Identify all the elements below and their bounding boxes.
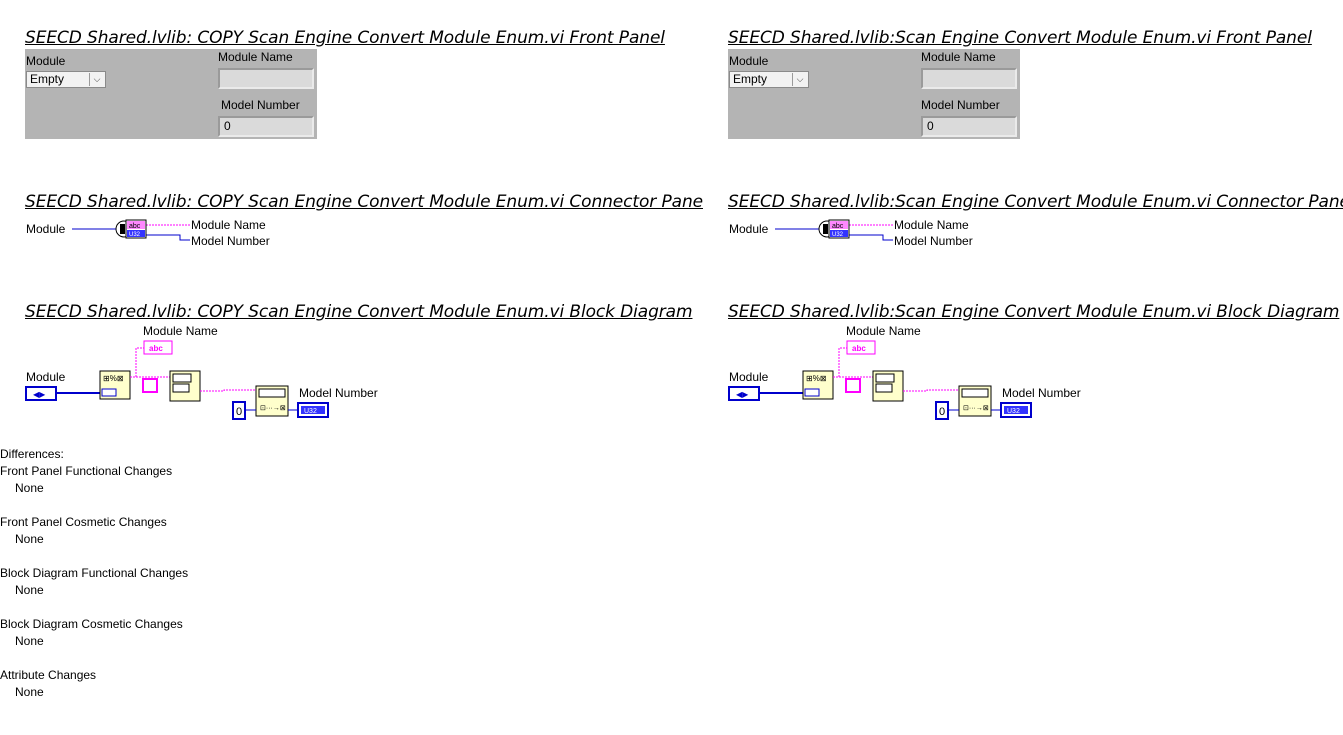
- left-front-panel: Module Empty ⌵ Module Name Model Number …: [25, 49, 317, 139]
- bd-model-number-label: Model Number: [1002, 386, 1081, 400]
- bd-module-label: Module: [729, 370, 769, 384]
- differences-heading: Differences:: [0, 447, 64, 461]
- diff-section-title: Front Panel Cosmetic Changes: [0, 515, 167, 529]
- model-number-label: Model Number: [221, 98, 300, 112]
- connector-output-model-number: Model Number: [191, 234, 270, 248]
- diff-section-value: None: [15, 685, 44, 699]
- diff-section-value: None: [15, 532, 44, 546]
- module-ring-control[interactable]: Empty ⌵: [729, 71, 809, 88]
- svg-text:abc: abc: [129, 223, 141, 230]
- bd-module-label: Module: [26, 370, 66, 384]
- module-label: Module: [26, 54, 66, 68]
- connector-output-module-name: Module Name: [894, 218, 969, 232]
- bd-module-name-label: Module Name: [846, 324, 921, 338]
- string-constant-icon: [142, 378, 158, 393]
- chevron-down-icon[interactable]: ⌵: [792, 73, 807, 86]
- module-name-terminal-icon: [846, 340, 876, 355]
- right-connector-pane-title: SEECD Shared.lvlib:Scan Engine Convert M…: [728, 192, 1343, 212]
- right-block-diagram-title: SEECD Shared.lvlib:Scan Engine Convert M…: [728, 302, 1340, 322]
- left-front-panel-title: SEECD Shared.lvlib: COPY Scan Engine Con…: [25, 28, 665, 48]
- bd-u32-label: U32: [304, 408, 317, 415]
- model-number-label: Model Number: [921, 98, 1000, 112]
- bd-module-name-label: Module Name: [143, 324, 218, 338]
- module-name-label: Module Name: [921, 50, 996, 64]
- module-name-terminal-icon: [143, 340, 173, 355]
- connector-pane-diagram: abc U32: [775, 219, 893, 241]
- svg-text:⊡···→⊠: ⊡···→⊠: [260, 405, 286, 412]
- diff-section-title: Block Diagram Cosmetic Changes: [0, 617, 183, 631]
- svg-text:abc: abc: [832, 223, 844, 230]
- connector-output-model-number: Model Number: [894, 234, 973, 248]
- module-ring-value: Empty: [30, 72, 65, 86]
- module-name-indicator: [921, 68, 1017, 89]
- right-front-panel: Module Empty ⌵ Module Name Model Number …: [728, 49, 1020, 139]
- bd-u32-label: U32: [1007, 408, 1020, 415]
- svg-text:◀▶: ◀▶: [736, 390, 749, 399]
- block-diagram-graphic: ◀▶ ⊞%⊠ abc ⊡···→⊠ 0: [25, 340, 329, 420]
- connector-output-module-name: Module Name: [191, 218, 266, 232]
- block-diagram-graphic: ◀▶ ⊞%⊠ abc ⊡···→⊠ 0 U32: [728, 340, 1032, 420]
- model-number-indicator: 0: [218, 116, 314, 137]
- bd-abc-label: abc: [149, 344, 163, 353]
- chevron-down-icon[interactable]: ⌵: [89, 73, 104, 86]
- bd-abc-label: abc: [852, 344, 866, 353]
- module-ring-control[interactable]: Empty ⌵: [26, 71, 106, 88]
- diff-section-title: Attribute Changes: [0, 668, 97, 682]
- bd-model-number-label: Model Number: [299, 386, 378, 400]
- connector-pane-diagram: abc U32: [72, 219, 190, 241]
- svg-text:⊞%⊠: ⊞%⊠: [103, 374, 124, 383]
- string-constant-icon: [845, 378, 861, 393]
- connector-input-label: Module: [729, 222, 769, 236]
- right-front-panel-title: SEECD Shared.lvlib:Scan Engine Convert M…: [728, 28, 1312, 48]
- module-label: Module: [729, 54, 769, 68]
- svg-text:⊡···→⊠: ⊡···→⊠: [963, 405, 989, 412]
- module-name-label: Module Name: [218, 50, 293, 64]
- diff-section-title: Front Panel Functional Changes: [0, 464, 173, 478]
- connector-input-label: Module: [26, 222, 66, 236]
- svg-text:U32: U32: [832, 232, 844, 238]
- diff-section-value: None: [15, 634, 44, 648]
- svg-text:U32: U32: [129, 232, 141, 238]
- module-ring-value: Empty: [733, 72, 768, 86]
- diff-section-title: Block Diagram Functional Changes: [0, 566, 189, 580]
- diff-section-value: None: [15, 481, 44, 495]
- svg-text:⊞%⊠: ⊞%⊠: [806, 374, 827, 383]
- left-connector-pane-title: SEECD Shared.lvlib: COPY Scan Engine Con…: [25, 192, 703, 212]
- diff-section-value: None: [15, 583, 44, 597]
- bd-constant-zero: 0: [236, 406, 242, 418]
- bd-constant-zero: 0: [939, 406, 945, 418]
- model-number-indicator: 0: [921, 116, 1017, 137]
- module-name-indicator: [218, 68, 314, 89]
- svg-text:◀▶: ◀▶: [33, 390, 46, 399]
- left-block-diagram-title: SEECD Shared.lvlib: COPY Scan Engine Con…: [25, 302, 693, 322]
